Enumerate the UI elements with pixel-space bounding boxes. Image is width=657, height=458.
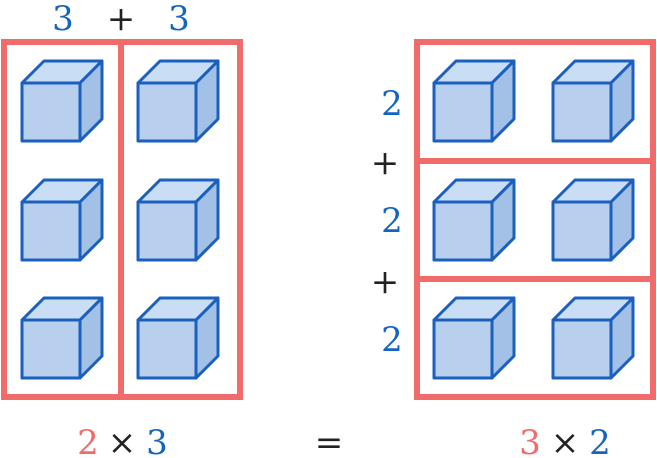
right-caption-times: × [551, 423, 580, 458]
cube [432, 59, 516, 143]
cube-front-face [20, 200, 82, 262]
cube-front-face [136, 200, 198, 262]
right-group-frame [414, 39, 656, 400]
right-side-label-1: 2 [381, 84, 403, 124]
left-cube-grid [20, 59, 220, 380]
equals-sign: = [315, 423, 344, 458]
cube [136, 296, 220, 380]
right-outer-rectangle [414, 39, 656, 400]
cube [551, 178, 635, 262]
cube [551, 59, 635, 143]
right-cube-grid [432, 59, 635, 380]
left-caption-second: 3 [146, 423, 168, 458]
left-caption-times: × [108, 423, 137, 458]
cube [136, 59, 220, 143]
right-caption-second: 2 [589, 423, 611, 458]
left-top-label-plus: + [107, 0, 136, 39]
cube-front-face [432, 318, 494, 380]
cube [551, 296, 635, 380]
right-side-plus-2: + [371, 262, 400, 302]
cube-front-face [20, 81, 82, 143]
cube [432, 178, 516, 262]
cube [136, 178, 220, 262]
right-side-label-3: 2 [381, 320, 403, 360]
cube [20, 59, 104, 143]
cube-front-face [136, 81, 198, 143]
cube-front-face [551, 81, 613, 143]
cube-front-face [136, 318, 198, 380]
left-top-label-left: 3 [52, 0, 74, 39]
right-caption-first: 3 [519, 423, 541, 458]
right-side-label-2: 2 [381, 201, 403, 241]
right-side-plus-1: + [371, 143, 400, 183]
cube-front-face [432, 81, 494, 143]
left-group-frame [1, 39, 243, 400]
left-top-label-right: 3 [168, 0, 190, 39]
cube [20, 178, 104, 262]
cube-front-face [20, 318, 82, 380]
cube-front-face [551, 318, 613, 380]
cube [432, 296, 516, 380]
cube-front-face [551, 200, 613, 262]
cube-front-face [432, 200, 494, 262]
left-caption-first: 2 [77, 423, 99, 458]
cube [20, 296, 104, 380]
